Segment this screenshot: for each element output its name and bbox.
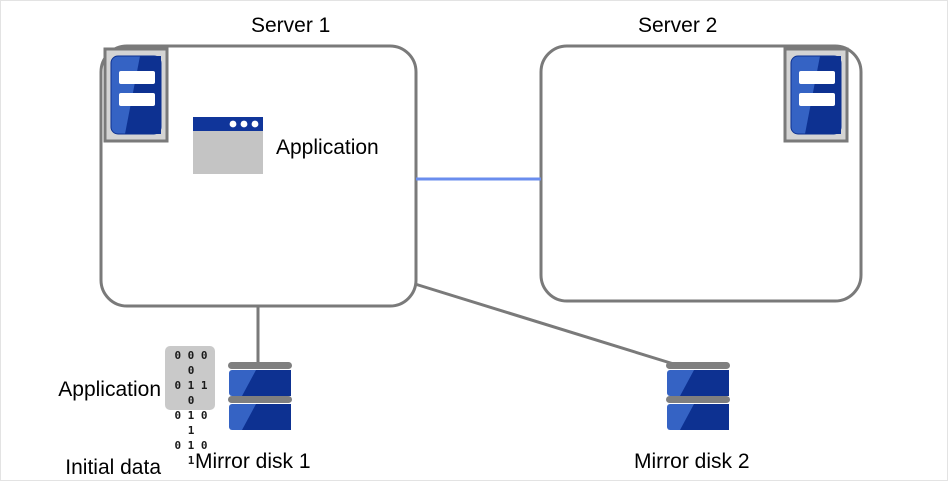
binary-row: 0 0 0 0 xyxy=(174,349,208,377)
server2-box xyxy=(539,44,863,303)
disk1-label: Mirror disk 1 xyxy=(195,450,311,473)
binary-data-text: 0 0 0 0 0 1 1 0 0 1 0 1 0 1 0 1 xyxy=(169,348,213,468)
server2-icon xyxy=(783,47,849,143)
disk1-icon xyxy=(228,362,292,430)
application-window-icon xyxy=(193,117,263,174)
binary-data-icon xyxy=(165,346,215,410)
connector-server1-disk2 xyxy=(414,282,678,367)
disk2-icon xyxy=(666,362,730,430)
disk2-label: Mirror disk 2 xyxy=(634,450,750,473)
server1-icon xyxy=(103,47,169,143)
binary-row: 0 1 0 1 xyxy=(174,409,208,437)
initial-data-line-2: Initial data xyxy=(65,456,161,479)
application-label: Application xyxy=(276,136,379,159)
server1-title: Server 1 xyxy=(251,14,331,37)
initial-data-label: Application Initial data xyxy=(31,325,161,480)
initial-data-line-1: Application xyxy=(58,378,161,401)
binary-row: 0 1 0 1 xyxy=(174,439,208,467)
binary-row: 0 1 1 0 xyxy=(174,379,208,407)
server1-box xyxy=(99,44,418,308)
server2-title: Server 2 xyxy=(638,14,718,37)
